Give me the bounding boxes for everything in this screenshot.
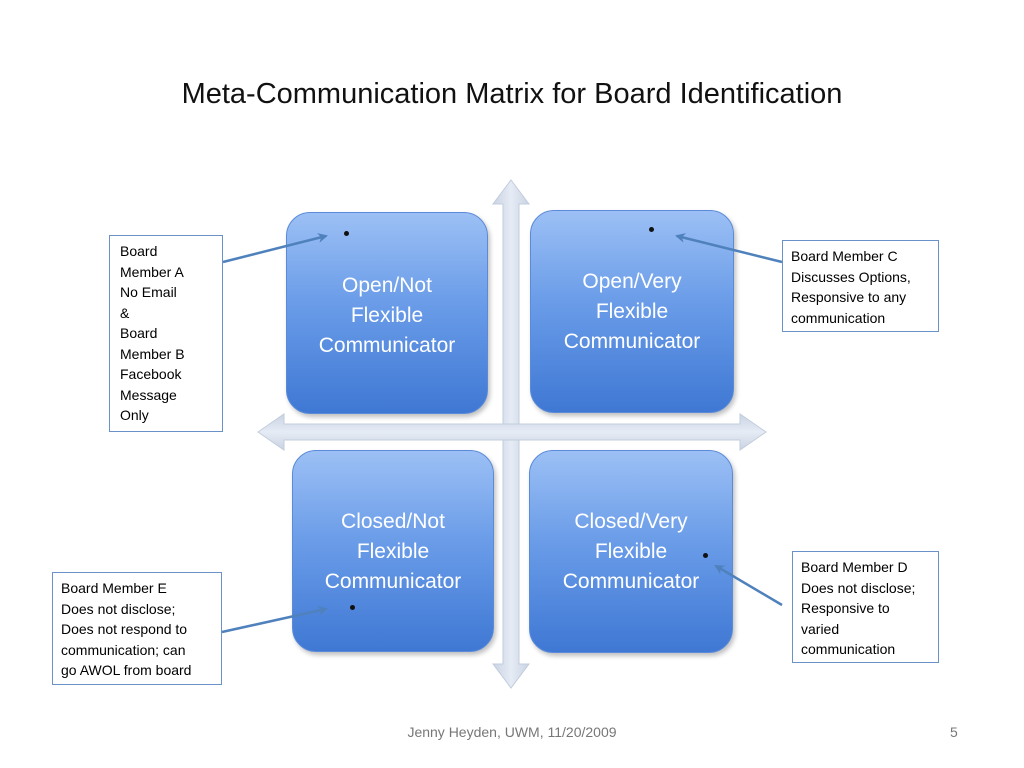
footer-text: Jenny Heyden, UWM, 11/20/2009 xyxy=(407,724,617,740)
note-board-member-c: Board Member C Discusses Options, Respon… xyxy=(782,240,939,332)
note-line: Discusses Options, xyxy=(791,268,911,285)
note-board-member-e: Board Member E Does not disclose; Does n… xyxy=(52,572,222,685)
note-line: Board Member C xyxy=(791,248,898,264)
quadrant-open-very-flexible: Open/Very Flexible Communicator xyxy=(530,210,734,413)
marker-dot-member-c xyxy=(649,227,654,232)
note-line: communication; can xyxy=(61,641,186,658)
note-line: Board xyxy=(120,243,158,259)
quadrant-closed-very-flexible: Closed/Very Flexible Communicator xyxy=(529,450,733,653)
quadrant-label-line: Communicator xyxy=(318,334,456,357)
quadrant-label-line: Flexible xyxy=(594,540,668,563)
note-line: Member B xyxy=(120,345,185,362)
note-line: communication xyxy=(801,641,896,657)
quadrant-label-line: Open/Very xyxy=(582,270,682,293)
arrow-member-e xyxy=(221,605,328,634)
arrow-member-d xyxy=(714,564,783,607)
quadrant-label-line: Flexible xyxy=(356,540,430,563)
note-line: Only xyxy=(120,407,149,423)
marker-dot-member-d xyxy=(703,553,708,558)
quadrant-closed-not-flexible: Closed/Not Flexible Communicator xyxy=(292,450,494,652)
note-line: Responsive to any xyxy=(791,289,907,305)
quadrant-label-line: Communicator xyxy=(562,570,700,593)
quadrant-open-not-flexible: Open/Not Flexible Communicator xyxy=(286,212,488,414)
horizontal-axis-arrow xyxy=(257,413,767,451)
page-title: Meta-Communication Matrix for Board Iden… xyxy=(181,78,843,110)
quadrant-label-line: Flexible xyxy=(595,300,669,323)
note-board-member-d: Board Member D Does not disclose; Respon… xyxy=(792,551,939,663)
note-line: Responsive to xyxy=(801,600,890,616)
note-board-member-a-b: Board Member A No Email & Board Member B… xyxy=(109,235,223,432)
note-line: Does not disclose; xyxy=(801,579,916,596)
quadrant-label-line: Closed/Very xyxy=(574,510,688,533)
note-line: Member A xyxy=(120,263,184,280)
note-line: & xyxy=(120,304,130,321)
quadrant-label-line: Closed/Not xyxy=(341,510,445,533)
marker-dot-member-a-b xyxy=(344,231,349,236)
arrow-member-a-b xyxy=(222,233,328,264)
note-line: go AWOL from board xyxy=(61,662,192,678)
arrow-member-c xyxy=(675,233,783,264)
note-line: Does not respond to xyxy=(61,621,188,637)
marker-dot-member-e xyxy=(350,605,355,610)
quadrant-label-line: Flexible xyxy=(350,304,424,327)
page-number: 5 xyxy=(950,724,958,740)
note-line: Does not disclose; xyxy=(61,600,176,617)
note-line: Facebook xyxy=(120,366,182,382)
note-line: No Email xyxy=(120,284,177,300)
note-line: Message xyxy=(120,386,177,403)
note-line: Board Member E xyxy=(61,580,167,596)
note-line: communication xyxy=(791,309,886,326)
quadrant-label-line: Open/Not xyxy=(342,274,432,297)
note-line: Board xyxy=(120,325,158,341)
quadrant-label-line: Communicator xyxy=(324,570,462,593)
note-line: Board Member D xyxy=(801,559,908,575)
quadrant-label-line: Communicator xyxy=(563,330,701,353)
note-line: varied xyxy=(801,620,840,637)
